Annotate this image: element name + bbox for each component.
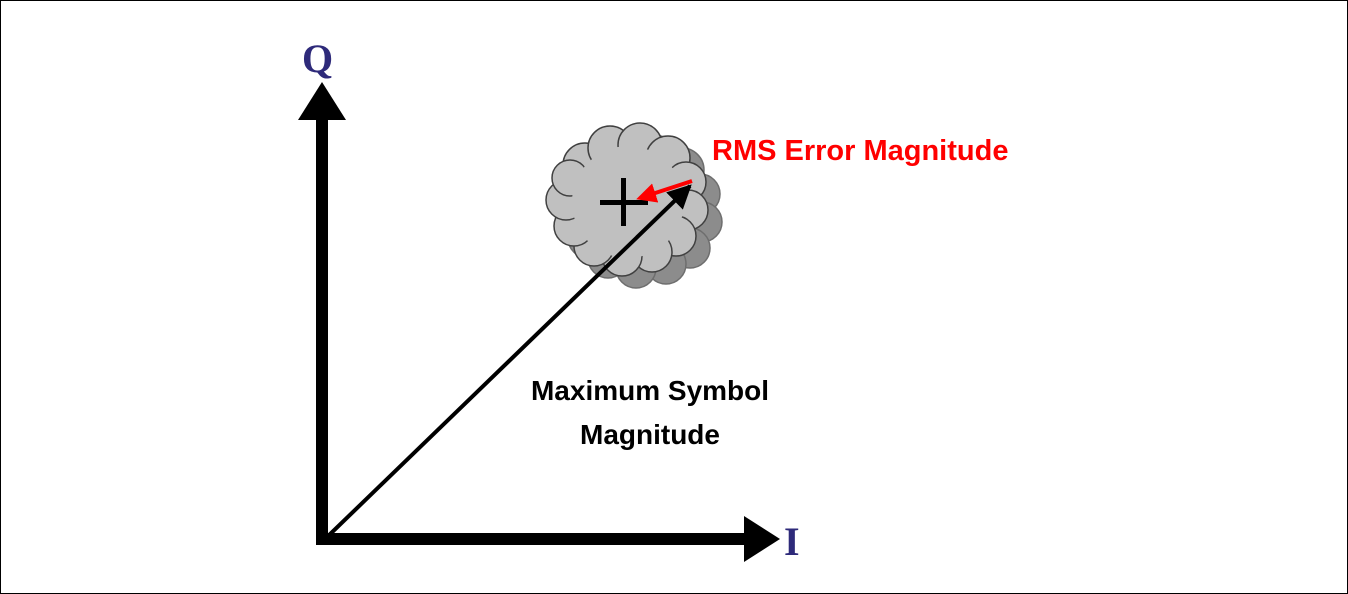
max-symbol-label-line1: Maximum Symbol [531,375,769,406]
rms-error-label: RMS Error Magnitude [712,135,1008,167]
ideal-point-plus-icon [600,178,648,226]
i-axis [316,516,780,562]
error-cloud [545,122,709,277]
q-axis-arrowhead [298,82,346,120]
q-axis [298,82,346,544]
q-axis-label: Q [302,36,333,81]
i-axis-label: I [784,519,800,564]
i-axis-arrowhead [744,516,780,562]
max-symbol-vector [322,184,692,542]
max-symbol-label-line2: Magnitude [580,419,720,450]
rms-error-vector [636,179,693,203]
